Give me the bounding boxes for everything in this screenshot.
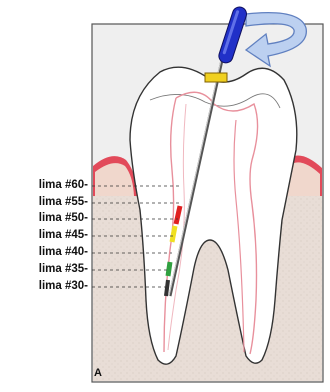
label-lima-35: lima #35- [6, 263, 88, 276]
file-segment-dark [166, 280, 168, 296]
label-lima-55: lima #55- [6, 196, 88, 209]
label-lima-30: lima #30- [6, 280, 88, 293]
file-segment-green [168, 262, 170, 276]
panel-letter: A [94, 367, 102, 379]
rubber-stopper [205, 73, 227, 82]
label-lima-45: lima #45- [6, 229, 88, 242]
label-lima-60: lima #60- [6, 179, 88, 192]
label-lima-50: lima #50- [6, 212, 88, 225]
file-segment-yellow [172, 226, 175, 242]
label-lima-40: lima #40- [6, 246, 88, 259]
